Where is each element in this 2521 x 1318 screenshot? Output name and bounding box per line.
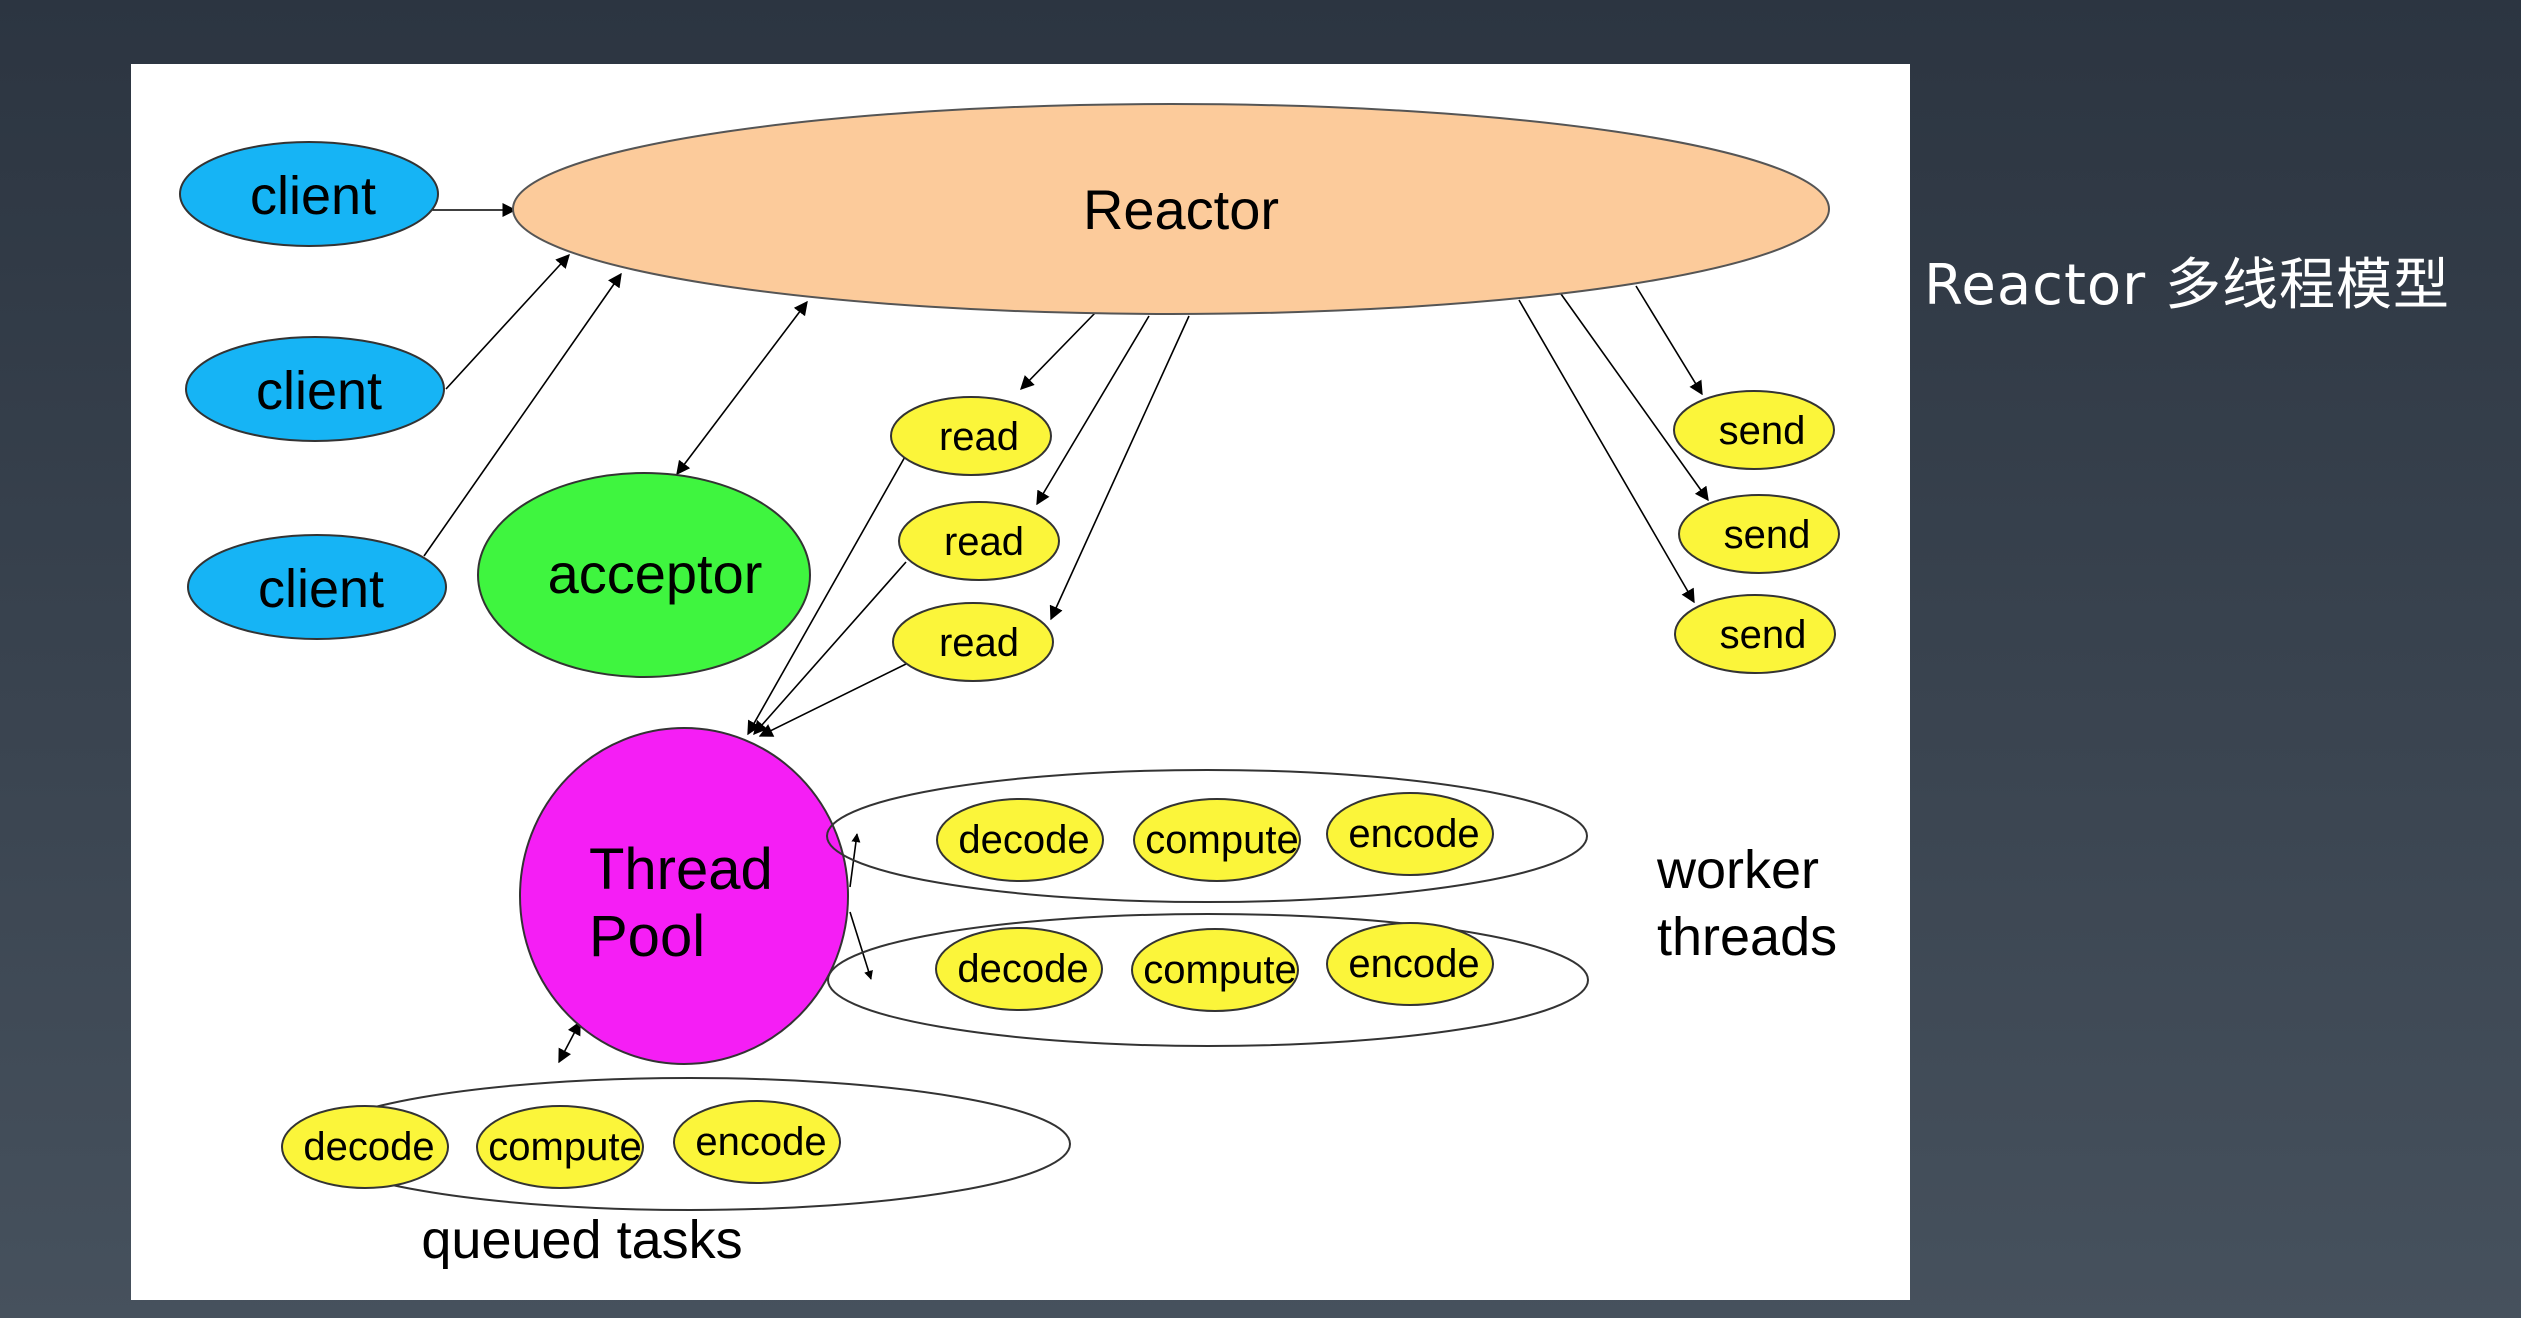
decode-ellipse: [281, 1105, 449, 1189]
decode-label: decode: [957, 947, 1088, 991]
worker-threads-label-line1: worker: [1656, 840, 1819, 900]
decode-ellipse: [936, 798, 1104, 882]
acceptor-label: acceptor: [548, 542, 763, 605]
reactor-to-send2-arrow: [1560, 293, 1709, 502]
decode-label: decode: [303, 1125, 434, 1169]
compute-label: compute: [1145, 818, 1298, 862]
reactor-label: Reactor: [1083, 178, 1279, 241]
read-ellipse: [890, 396, 1052, 476]
encode-label: encode: [695, 1120, 826, 1164]
worker-thread-row: decode compute encode: [827, 913, 1589, 1047]
read3-to-pool-arrow: [758, 663, 907, 737]
send-ellipse: [1674, 594, 1836, 674]
reactor-to-read2-arrow: [1036, 315, 1150, 506]
reactor-to-send3-arrow: [1518, 299, 1695, 604]
decode-ellipse: [935, 927, 1103, 1011]
decode-label: decode: [958, 818, 1089, 862]
send-node: send: [1673, 390, 1835, 470]
send-node: send: [1674, 594, 1836, 674]
reactor-multithread-diagram: Reactor client client client acceptor: [179, 103, 1840, 1270]
read-node: read: [898, 501, 1060, 581]
pool-to-worker-row2-arrow: [849, 911, 873, 980]
read-node: read: [892, 602, 1054, 682]
read-label: read: [944, 520, 1024, 564]
encode-label: encode: [1348, 812, 1479, 856]
reactor-to-send1-arrow: [1635, 285, 1703, 396]
slide-title: Reactor 多线程模型: [1924, 253, 2450, 318]
compute-ellipse: [1131, 928, 1299, 1012]
worker-row-outline: [827, 913, 1589, 1047]
reactor-ellipse: [512, 103, 1830, 315]
send-ellipse: [1678, 494, 1840, 574]
client-label: client: [250, 166, 376, 226]
thread-pool-label-line1: Thread: [589, 837, 773, 902]
thread-pool-circle: [519, 727, 849, 1065]
client-ellipse: [185, 336, 445, 442]
worker-thread-row: decode compute encode: [826, 769, 1588, 903]
read2-to-pool-arrow: [753, 561, 907, 736]
send-ellipse: [1673, 390, 1835, 470]
send-label: send: [1719, 409, 1806, 453]
client-ellipse: [179, 141, 439, 247]
reactor-to-read1-arrow: [1020, 311, 1097, 391]
compute-label: compute: [1143, 948, 1296, 992]
queued-tasks-row: decode compute encode: [281, 1077, 1071, 1211]
client-ellipse: [187, 534, 447, 640]
encode-ellipse: [673, 1100, 841, 1184]
client-label: client: [258, 559, 384, 619]
acceptor-ellipse: [477, 472, 811, 678]
reactor-acceptor-arrow: [676, 300, 808, 476]
worker-row-outline: [826, 769, 1588, 903]
compute-ellipse: [476, 1105, 644, 1189]
read-label: read: [939, 621, 1019, 665]
encode-ellipse: [1326, 792, 1494, 876]
read-ellipse: [898, 501, 1060, 581]
send-label: send: [1720, 613, 1807, 657]
send-label: send: [1724, 513, 1811, 557]
queued-tasks-label: queued tasks: [421, 1210, 742, 1270]
read-ellipse: [892, 602, 1054, 682]
compute-label: compute: [488, 1125, 641, 1169]
client2-to-reactor-arrow: [445, 253, 570, 390]
worker-threads-label-line2: threads: [1657, 907, 1837, 967]
read1-to-pool-arrow: [747, 454, 907, 736]
reactor-node: Reactor: [512, 103, 1830, 315]
send-node: send: [1678, 494, 1840, 574]
reactor-to-read3-arrow: [1049, 315, 1190, 621]
read-node: read: [890, 396, 1052, 476]
client-node: client: [185, 336, 445, 442]
thread-pool-label-line2: Pool: [589, 904, 705, 969]
client-node: client: [187, 534, 447, 640]
compute-ellipse: [1133, 798, 1301, 882]
encode-ellipse: [1326, 922, 1494, 1006]
client-node: client: [179, 141, 439, 247]
acceptor-node: acceptor: [477, 472, 811, 678]
reactor-diagram-panel: Reactor client client client acceptor: [131, 64, 1910, 1300]
encode-label: encode: [1348, 942, 1479, 986]
thread-pool-node: Thread Pool: [519, 727, 849, 1065]
client-label: client: [256, 361, 382, 421]
pool-queued-arrow: [558, 1020, 581, 1064]
client3-to-reactor-arrow: [423, 272, 622, 557]
read-label: read: [939, 415, 1019, 459]
